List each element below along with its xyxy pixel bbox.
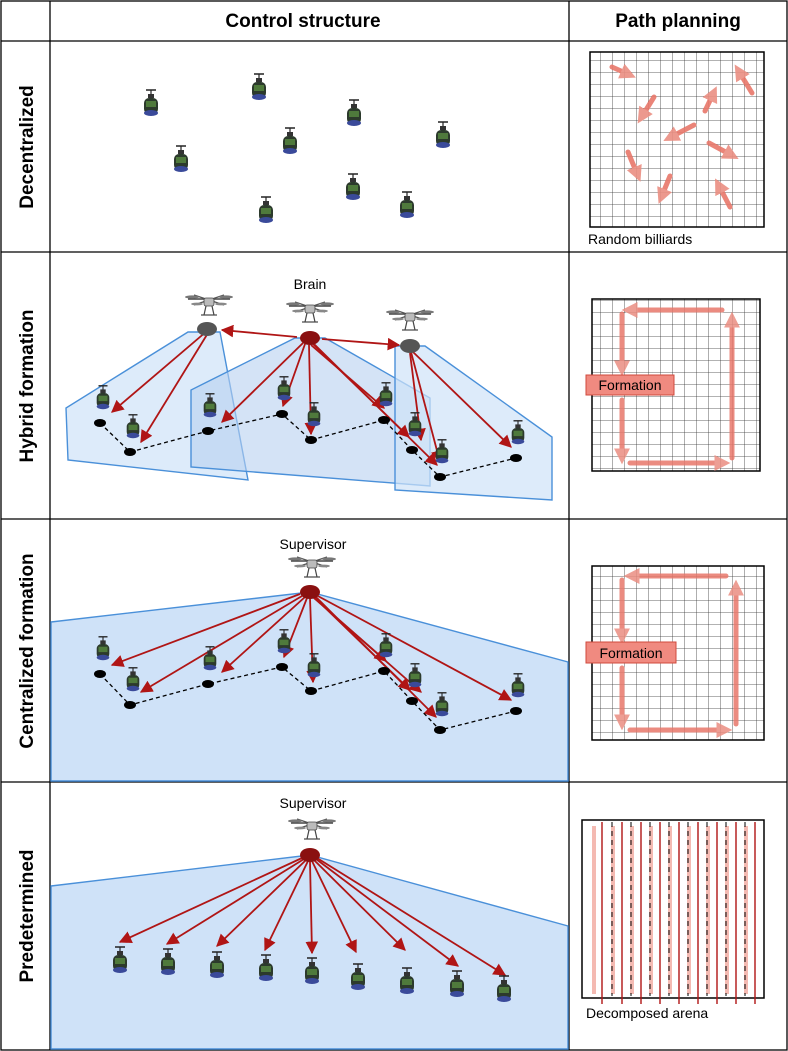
- centralized-robot-markers: [94, 663, 522, 734]
- robot-icon: [399, 191, 415, 219]
- formation-label-hybrid: Formation: [598, 377, 661, 393]
- row-label-centralized: Centralized formation: [17, 553, 38, 748]
- centralized-command-arrows: [110, 593, 513, 718]
- formation-badge: [585, 641, 677, 664]
- drone-icon: [287, 556, 337, 578]
- supervisor-leader-predetermined: [300, 848, 320, 862]
- drone-icon: [285, 301, 335, 323]
- robot-icon: [173, 145, 189, 173]
- hybrid-drones: [184, 294, 435, 331]
- brain-leader: [300, 331, 320, 345]
- robot-icon: [282, 127, 298, 155]
- robot-icon: [346, 99, 362, 127]
- predetermined-command-arrows: [118, 857, 507, 976]
- row-label-hybrid: Hybrid formation: [17, 309, 38, 462]
- robot-icon: [143, 89, 159, 117]
- row-label-decentralized: Decentralized: [17, 85, 38, 209]
- header-path-planning: Path planning: [615, 11, 741, 32]
- label-supervisor-predetermined: Supervisor: [280, 795, 347, 811]
- predetermined-zone: [50, 854, 569, 1050]
- robot-icon: [435, 121, 451, 149]
- sub-leader-left: [197, 322, 217, 336]
- hybrid-formation-line: [99, 413, 517, 478]
- robot-icon: [258, 196, 274, 224]
- brain-link-left: [220, 324, 298, 338]
- hybrid-command-arrows: [111, 330, 512, 466]
- header-control-structure: Control structure: [225, 11, 380, 32]
- drone-icon: [184, 294, 234, 316]
- decentralized-robots: [143, 73, 451, 224]
- supervisor-leader-centralized: [300, 585, 320, 599]
- formation-badge: [585, 374, 675, 396]
- sub-leader-right: [400, 339, 420, 353]
- robot-icon: [251, 73, 267, 101]
- label-brain: Brain: [294, 276, 327, 292]
- drone-icon: [287, 818, 337, 840]
- centralized-formation-line: [99, 666, 517, 731]
- label-supervisor-centralized: Supervisor: [280, 536, 347, 552]
- path-panel-hybrid-formation: [585, 298, 761, 472]
- drone-icon: [385, 309, 435, 331]
- brain-link-right: [321, 337, 401, 351]
- path-panel-decomposed-arena: [581, 819, 765, 1004]
- row-label-predetermined: Predetermined: [17, 849, 38, 982]
- caption-decomposed-arena: Decomposed arena: [586, 1005, 708, 1021]
- formation-label-centralized: Formation: [599, 645, 662, 661]
- path-panel-random-billiards: [589, 51, 765, 228]
- path-panel-centralized-formation: [585, 565, 765, 741]
- hybrid-robot-markers: [94, 410, 522, 481]
- robot-icon: [345, 173, 361, 201]
- caption-random-billiards: Random billiards: [588, 231, 692, 247]
